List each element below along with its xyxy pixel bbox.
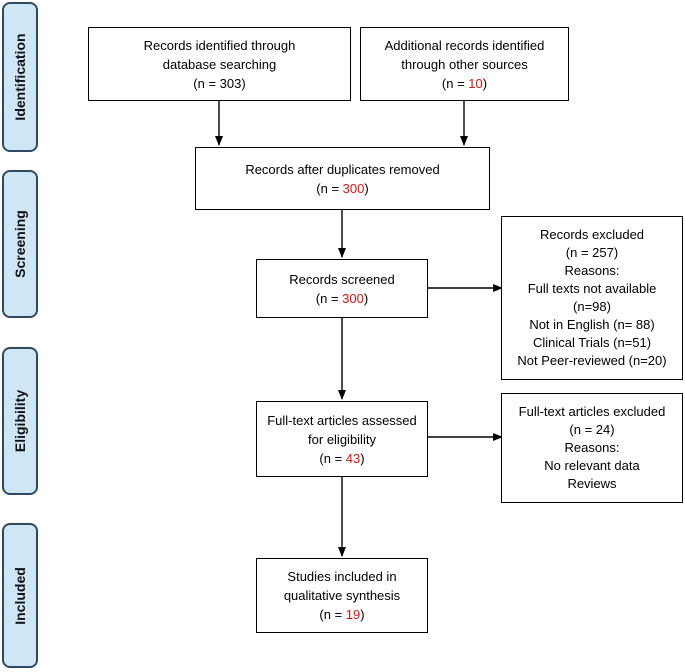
screened-count-value: 300 bbox=[342, 290, 364, 306]
included-count: (n = 19) bbox=[319, 607, 365, 622]
other-sources-count: (n = 10) bbox=[441, 75, 488, 91]
duplicates-line1: Records after duplicates removed bbox=[245, 161, 440, 177]
fulltext-assessed-line1: Full-text articles assessed bbox=[267, 412, 417, 428]
excluded-reason-1-count: (n=98) bbox=[573, 299, 611, 314]
excluded-reason-1: Full texts not available bbox=[527, 281, 657, 296]
fulltext-excluded-line1: Full-text articles excluded bbox=[518, 404, 666, 419]
screened-count: (n = 300) bbox=[315, 290, 369, 306]
box-duplicates-removed: Records after duplicates removed (n = 30… bbox=[195, 147, 490, 210]
box-other-sources: Additional records identified through ot… bbox=[360, 27, 569, 101]
phase-identification: Identification bbox=[2, 2, 38, 152]
box-fulltext-assessed: Full-text articles assessed for eligibil… bbox=[256, 401, 428, 477]
phase-eligibility: Eligibility bbox=[2, 347, 38, 495]
included-count-value: 19 bbox=[345, 607, 361, 622]
box-records-excluded: Records excluded (n = 257) Reasons: Full… bbox=[501, 216, 683, 380]
fulltext-excluded-reason-2: Reviews bbox=[567, 476, 617, 491]
other-sources-count-value: 10 bbox=[468, 75, 483, 91]
box-studies-included: Studies included in qualitative synthesi… bbox=[256, 558, 428, 633]
other-sources-line2: through other sources bbox=[401, 56, 528, 72]
fulltext-assessed-count: (n = 43) bbox=[319, 450, 365, 466]
phase-included: Included bbox=[2, 523, 38, 668]
screened-line1: Records screened bbox=[289, 271, 395, 287]
db-search-count: (n = 303) bbox=[193, 75, 246, 91]
other-sources-line1: Additional records identified bbox=[384, 37, 545, 53]
fulltext-assessed-count-value: 43 bbox=[345, 450, 361, 466]
duplicates-count-value: 300 bbox=[342, 180, 365, 196]
excluded-reasons-label: Reasons: bbox=[564, 263, 620, 278]
included-line1: Studies included in bbox=[287, 569, 397, 584]
fulltext-assessed-line2: for eligibility bbox=[308, 431, 376, 447]
fulltext-excluded-count: (n = 24) bbox=[569, 422, 615, 437]
excluded-reason-2: Not in English (n= 88) bbox=[529, 317, 655, 332]
duplicates-count: (n = 300) bbox=[316, 180, 369, 196]
box-records-screened: Records screened (n = 300) bbox=[256, 259, 428, 318]
excluded-reason-4: Not Peer-reviewed (n=20) bbox=[517, 353, 667, 368]
fulltext-excluded-reasons-label: Reasons: bbox=[564, 440, 620, 455]
db-search-line2: database searching bbox=[162, 56, 277, 72]
box-database-searching: Records identified through database sear… bbox=[88, 27, 351, 101]
excluded-line1: Records excluded bbox=[539, 227, 645, 242]
box-fulltext-excluded: Full-text articles excluded (n = 24) Rea… bbox=[501, 393, 683, 503]
phase-screening: Screening bbox=[2, 170, 38, 318]
db-search-line1: Records identified through bbox=[143, 37, 296, 53]
fulltext-excluded-reason-1: No relevant data bbox=[544, 458, 640, 473]
included-line2: qualitative synthesis bbox=[283, 588, 401, 603]
excluded-reason-3: Clinical Trials (n=51) bbox=[532, 335, 652, 350]
excluded-count: (n = 257) bbox=[565, 245, 619, 260]
